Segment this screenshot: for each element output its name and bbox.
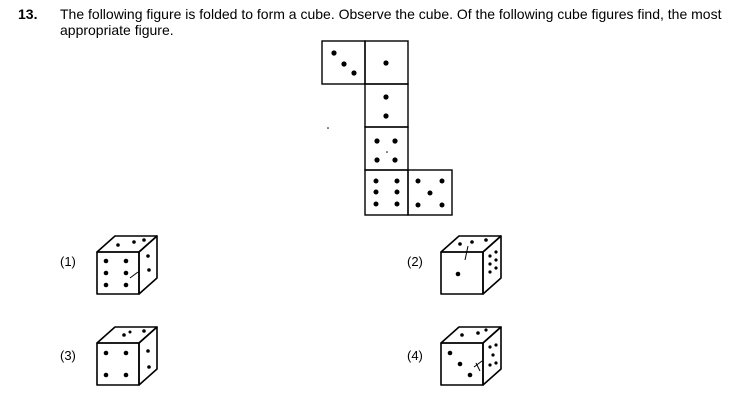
question-number: 13. bbox=[18, 6, 38, 22]
option-3-label[interactable]: (3) bbox=[60, 348, 76, 363]
option-1-cube[interactable] bbox=[94, 232, 160, 298]
net-face-third bbox=[364, 126, 409, 171]
option-2-cube[interactable] bbox=[438, 232, 504, 298]
option-1-label[interactable]: (1) bbox=[60, 254, 76, 269]
option-3-cube[interactable] bbox=[94, 323, 160, 389]
net-face-bottom-left bbox=[364, 169, 409, 216]
option-2-label[interactable]: (2) bbox=[407, 254, 423, 269]
net-face-second bbox=[364, 83, 409, 128]
net-face-bottom-right bbox=[407, 169, 453, 216]
question-text: The following figure is folded to form a… bbox=[60, 6, 722, 38]
option-4-cube[interactable] bbox=[438, 323, 504, 389]
option-4-label[interactable]: (4) bbox=[407, 348, 423, 363]
